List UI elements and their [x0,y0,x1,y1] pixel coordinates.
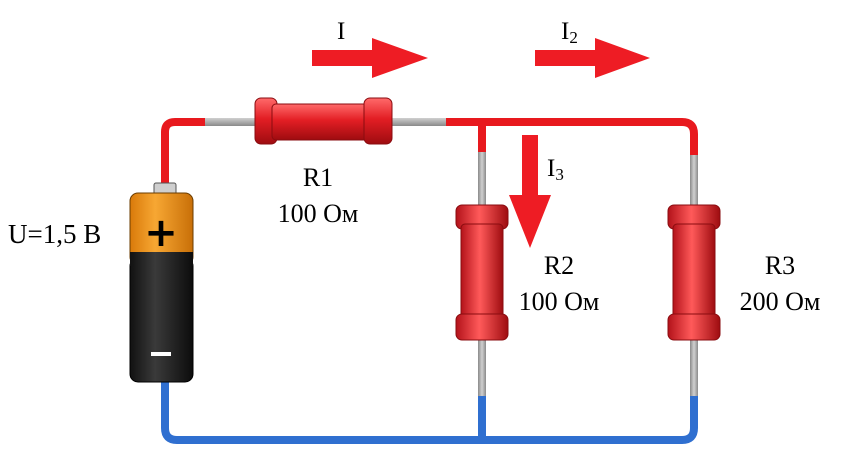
r3-body [672,223,716,321]
r2-name-label: R2 [544,251,574,280]
r2-body [460,223,504,321]
r3-value-label: 200 Ом [740,287,821,316]
resistor-r2 [455,152,509,396]
battery-bottom-half [129,257,194,383]
resistor-r1 [205,97,446,145]
wire-bottom-rail [161,376,698,444]
r1-body [271,103,369,141]
r3-lead-bottom [690,338,698,396]
battery: + [129,182,194,383]
resistor-r3 [667,155,721,396]
battery-minus-sign [151,352,171,356]
r1-value-label: 100 Ом [278,199,359,228]
r2-lead-bottom [478,338,486,396]
r2-cap-bottom [455,313,509,341]
wire-top-rail [442,118,698,162]
battery-voltage-label: U=1,5 В [8,219,101,249]
arrow-i-total [312,38,428,78]
r1-lead-right [388,118,446,126]
r1-name-label: R1 [303,163,333,192]
current-label-i3: I3 [547,155,564,184]
r3-name-label: R3 [765,251,795,280]
positive-wires [161,118,698,194]
arrow-i3 [509,135,551,248]
r2-value-label: 100 Ом [519,287,600,316]
battery-plus-sign: + [144,210,178,256]
r2-lead-top [478,152,486,210]
wire-battery-to-r1 [161,118,209,194]
arrow-i2 [535,38,650,78]
current-label-i: I [337,18,345,45]
r3-lead-top [690,155,698,210]
negative-wires [161,376,698,444]
current-arrows [312,38,650,248]
current-label-i2: I2 [561,18,578,47]
r1-cap-right [363,97,393,145]
r3-cap-bottom [667,313,721,341]
r1-lead-left [205,118,260,126]
